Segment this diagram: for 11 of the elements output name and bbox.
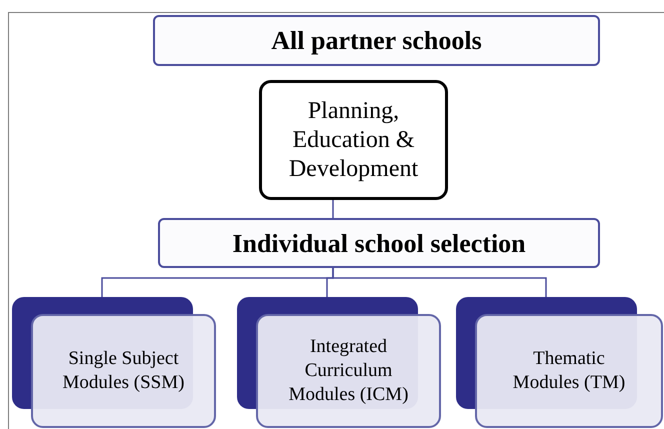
node-label: Single Subject Modules (SSM) [62, 347, 186, 395]
node-label: Planning, Education & Development [288, 96, 420, 184]
node-label: Individual school selection [232, 228, 526, 260]
connector-line [332, 268, 547, 297]
heading-box [158, 218, 600, 268]
node-label: All partner schools [271, 25, 482, 57]
heading-box [153, 15, 600, 66]
node-label: Thematic Modules (TM) [512, 347, 626, 395]
connector-line [332, 200, 334, 218]
node-label: Integrated Curriculum Modules (ICM) [288, 335, 410, 407]
process-box [259, 80, 448, 200]
